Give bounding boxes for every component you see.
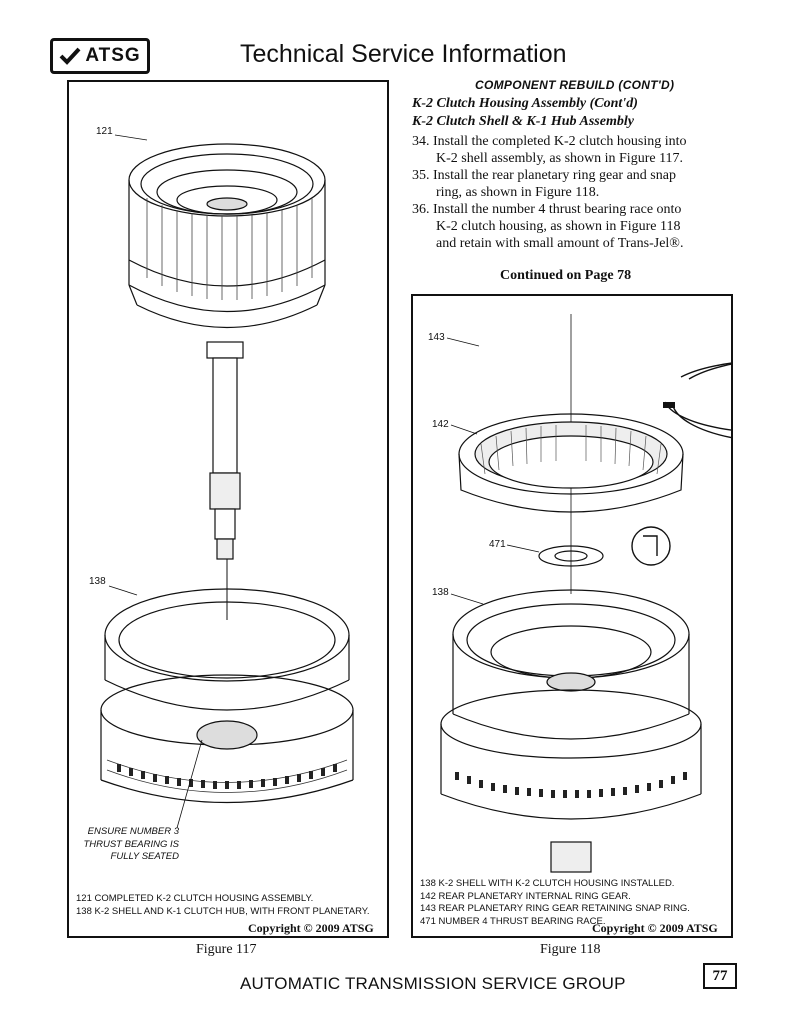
callout-143: 143 <box>428 332 445 343</box>
figure-117-drawing <box>100 134 354 829</box>
step-35: 35. Install the rear planetary ring gear… <box>412 168 676 200</box>
figure-118-caption: Figure 118 <box>540 942 601 957</box>
legend-item: 143 REAR PLANETARY RING GEAR RETAINING S… <box>420 903 690 914</box>
figure-117-caption: Figure 117 <box>196 942 257 957</box>
legend-item: 142 REAR PLANETARY INTERNAL RING GEAR. <box>420 890 631 902</box>
section-title: COMPONENT REBUILD (CONT'D) <box>475 78 675 92</box>
callout-142: 142 <box>432 419 449 430</box>
figure-117-frame <box>67 80 389 938</box>
callout-138-fig117: 138 <box>89 576 106 587</box>
thrust-bearing-note: ENSURE NUMBER 3 THRUST BEARING IS FULLY … <box>83 826 179 862</box>
figure-118-drawing <box>440 314 733 873</box>
step-34: 34. Install the completed K-2 clutch hou… <box>412 134 687 166</box>
figure-117-legend: 121 COMPLETED K-2 CLUTCH HOUSING ASSEMBL… <box>76 893 370 918</box>
subtitle-1: K-2 Clutch Housing Assembly (Cont'd) <box>412 96 638 111</box>
legend-item: 471 NUMBER 4 THRUST BEARING RACE. <box>420 915 606 927</box>
figure-118-frame <box>411 294 733 938</box>
logo-text: ATSG <box>85 45 141 66</box>
callout-471: 471 <box>489 539 506 550</box>
legend-item: 138 K-2 SHELL AND K-1 CLUTCH HUB, WITH F… <box>76 905 370 917</box>
page-number: 77 <box>703 963 737 989</box>
step-36: 36. Install the number 4 thrust bearing … <box>412 202 684 251</box>
checkmark-icon <box>59 47 81 65</box>
callout-121: 121 <box>96 126 113 137</box>
subtitle-2: K-2 Clutch Shell & K-1 Hub Assembly <box>412 114 634 129</box>
figure-118-copyright: Copyright © 2009 ATSG <box>592 921 718 935</box>
figure-117-copyright: Copyright © 2009 ATSG <box>248 921 374 935</box>
figure-118-legend: 138 K-2 SHELL WITH K-2 CLUTCH HOUSING IN… <box>420 878 690 928</box>
atsg-logo: ATSG <box>50 38 150 74</box>
legend-item: 121 COMPLETED K-2 CLUTCH HOUSING ASSEMBL… <box>76 893 314 904</box>
callout-138-fig118: 138 <box>432 587 449 598</box>
page-title: Technical Service Information <box>240 40 567 68</box>
footer-text: AUTOMATIC TRANSMISSION SERVICE GROUP <box>240 974 626 993</box>
legend-item: 138 K-2 SHELL WITH K-2 CLUTCH HOUSING IN… <box>420 878 675 889</box>
continued-note: Continued on Page 78 <box>500 268 632 283</box>
